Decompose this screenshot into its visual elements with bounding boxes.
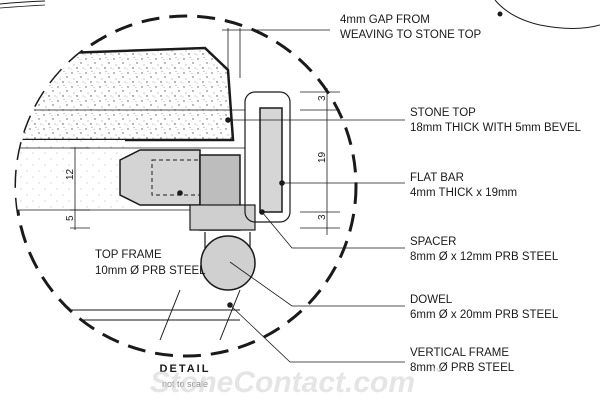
dim-flat-bar-height: 19 xyxy=(317,151,328,163)
flat-bar xyxy=(244,91,291,223)
dim-top-offset: 3 xyxy=(317,95,328,101)
top-frame-rod xyxy=(119,149,201,206)
left-dimension xyxy=(70,147,90,230)
label-gap-line2: WEAVING TO STONE TOP xyxy=(340,29,482,41)
dowel xyxy=(200,235,256,291)
label-spacer-line2: 8mm Ø x 12mm PRB STEEL xyxy=(410,251,559,263)
top-left-fragment xyxy=(0,0,46,9)
dim-frame-height: 12 xyxy=(65,168,76,180)
watermark: StoneContact.com xyxy=(150,366,415,399)
label-flat-bar-line2: 4mm THICK x 19mm xyxy=(410,187,517,199)
top-right-fragment xyxy=(494,0,600,29)
label-flat-bar-line1: FLAT BAR xyxy=(410,172,464,184)
stone-top xyxy=(16,46,235,142)
vertical-frame-line-4 xyxy=(219,289,241,341)
label-stone-top-line1: STONE TOP xyxy=(410,107,476,119)
spacer-base xyxy=(189,204,256,231)
label-vertical-frame-line1: VERTICAL FRAME xyxy=(410,347,509,359)
dim-bottom-offset: 3 xyxy=(317,214,328,220)
label-top-frame-line2: 10mm Ø PRB STEEL xyxy=(95,265,206,277)
vertical-frame-line-3 xyxy=(159,289,181,341)
label-dowel-line1: DOWEL xyxy=(410,294,453,306)
detail-subtitle: not to scale xyxy=(162,379,208,389)
gap-dimension xyxy=(222,28,330,78)
flat-bar-inner xyxy=(259,107,283,213)
watermark-tm: ™ xyxy=(432,367,442,378)
leader-lines xyxy=(228,119,405,363)
dim-bevel: 5 xyxy=(65,215,76,221)
detail-title: DETAIL xyxy=(160,363,211,375)
label-dowel-line2: 6mm Ø x 20mm PRB STEEL xyxy=(410,309,559,321)
label-top-frame-line1: TOP FRAME xyxy=(95,249,162,261)
weave-region xyxy=(16,140,125,210)
label-stone-top-line2: 18mm THICK WITH 5mm BEVEL xyxy=(410,122,582,134)
label-spacer-line1: SPACER xyxy=(410,236,456,248)
label-vertical-frame-line2: 8mm Ø PRB STEEL xyxy=(410,362,515,374)
label-gap-line1: 4mm GAP FROM xyxy=(340,14,430,26)
leader-dots xyxy=(177,117,285,308)
vertical-dimension xyxy=(300,88,340,235)
